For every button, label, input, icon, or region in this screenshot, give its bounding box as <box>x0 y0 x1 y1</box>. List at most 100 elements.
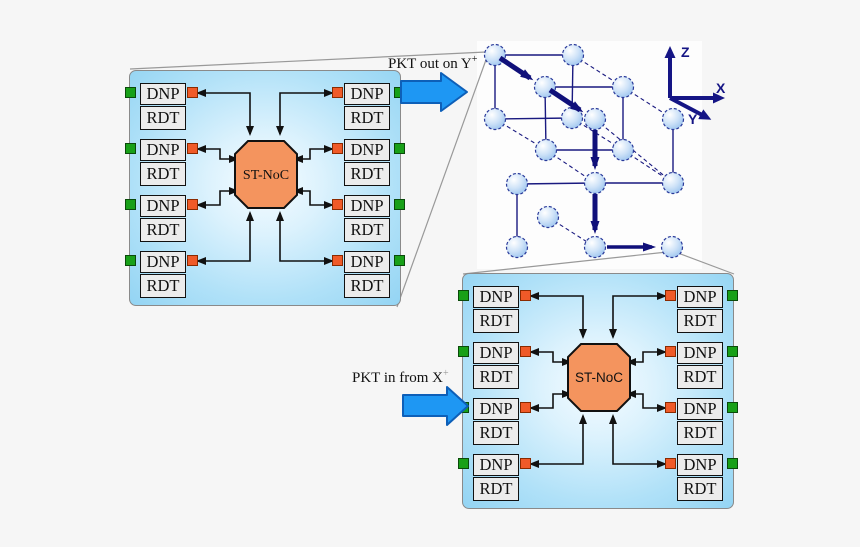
orange-port-icon <box>665 402 676 413</box>
orange-port-icon <box>665 458 676 469</box>
orange-port-icon <box>332 87 343 98</box>
y-axis-label: Y <box>688 111 698 127</box>
rdt-block: RDT <box>344 218 390 242</box>
orange-port-icon <box>520 458 531 469</box>
pkt-in-label-sup: + <box>442 368 449 379</box>
orange-port-icon <box>665 290 676 301</box>
mesh-node <box>661 107 685 131</box>
mesh-node <box>583 171 607 195</box>
mesh-node <box>661 171 685 195</box>
green-port-icon <box>125 87 136 98</box>
st-noc-router <box>234 140 298 209</box>
green-port-icon <box>394 199 405 210</box>
rdt-block: RDT <box>140 218 186 242</box>
router-connector-graphic: ST-NoC <box>529 292 667 468</box>
mesh-node <box>561 43 585 67</box>
orange-port-icon <box>520 346 531 357</box>
rdt-block: RDT <box>344 274 390 298</box>
pkt-in-label-text: PKT in from X <box>352 370 443 386</box>
projection-line-bottom-a <box>462 251 668 275</box>
green-port-icon <box>125 199 136 210</box>
green-port-icon <box>458 346 469 357</box>
dnp-block: DNP <box>140 83 186 105</box>
axes: Z X Y <box>664 44 726 127</box>
mesh-edge <box>516 182 596 185</box>
green-port-icon <box>125 255 136 266</box>
green-port-icon <box>394 87 405 98</box>
rdt-block: RDT <box>677 365 723 389</box>
orange-port-icon <box>332 255 343 266</box>
rdt-block: RDT <box>140 274 186 298</box>
orange-port-icon <box>520 402 531 413</box>
dnp-block: DNP <box>140 251 186 273</box>
orange-port-icon <box>332 199 343 210</box>
y-axis <box>669 96 712 120</box>
mesh-3d <box>483 43 685 259</box>
pkt-out-label-sup: + <box>471 54 478 65</box>
green-port-icon <box>727 346 738 357</box>
dnp-block: DNP <box>677 398 723 420</box>
orange-port-icon <box>332 143 343 154</box>
rdt-block: RDT <box>677 309 723 333</box>
x-axis-label: X <box>716 80 726 96</box>
router-label: ST-NoC <box>243 168 289 183</box>
dnp-block: DNP <box>677 342 723 364</box>
rdt-block: RDT <box>473 477 519 501</box>
pkt-out-label: PKT out on Y+ <box>388 54 477 73</box>
orange-port-icon <box>665 346 676 357</box>
green-port-icon <box>458 458 469 469</box>
dnp-block: DNP <box>344 251 390 273</box>
rdt-block: RDT <box>677 477 723 501</box>
green-port-icon <box>125 143 136 154</box>
dnp-block: DNP <box>473 342 519 364</box>
projection-line-top-b <box>396 56 488 308</box>
mesh-node <box>534 138 558 162</box>
route-arrow <box>548 87 584 113</box>
projection-line-top-a <box>129 51 487 70</box>
green-port-icon <box>727 290 738 301</box>
mesh-node <box>611 138 635 162</box>
dnp-block: DNP <box>473 286 519 308</box>
mesh-node <box>560 106 584 130</box>
rdt-block: RDT <box>140 162 186 186</box>
route-arrow <box>498 55 534 81</box>
rdt-block: RDT <box>677 421 723 445</box>
mesh-node <box>536 205 560 229</box>
pkt-in-label: PKT in from X+ <box>352 368 449 387</box>
mesh-node <box>505 235 529 259</box>
green-port-icon <box>394 143 405 154</box>
dnp-block: DNP <box>140 195 186 217</box>
rdt-block: RDT <box>473 309 519 333</box>
projection-line-bottom-b <box>677 252 735 275</box>
st-noc-router <box>567 343 631 412</box>
mesh-node <box>611 75 635 99</box>
orange-port-icon <box>187 199 198 210</box>
mesh-node <box>660 235 684 259</box>
dnp-block: DNP <box>344 83 390 105</box>
orange-port-icon <box>187 143 198 154</box>
green-port-icon <box>458 290 469 301</box>
green-port-icon <box>394 255 405 266</box>
green-port-icon <box>458 402 469 413</box>
dnp-block: DNP <box>677 454 723 476</box>
dnp-block: DNP <box>473 398 519 420</box>
green-port-icon <box>727 458 738 469</box>
dnp-block: DNP <box>677 286 723 308</box>
mesh-background <box>477 41 702 269</box>
rdt-block: RDT <box>473 365 519 389</box>
pkt-out-label-text: PKT out on Y <box>388 56 472 72</box>
rdt-block: RDT <box>473 421 519 445</box>
dnp-block: DNP <box>344 139 390 161</box>
orange-port-icon <box>520 290 531 301</box>
rdt-block: RDT <box>344 162 390 186</box>
mesh-node <box>583 235 607 259</box>
dnp-block: DNP <box>344 195 390 217</box>
dnp-block: DNP <box>473 454 519 476</box>
router-connector-graphic: ST-NoC <box>196 89 334 265</box>
rdt-block: RDT <box>140 106 186 130</box>
mesh-edge <box>494 117 573 120</box>
